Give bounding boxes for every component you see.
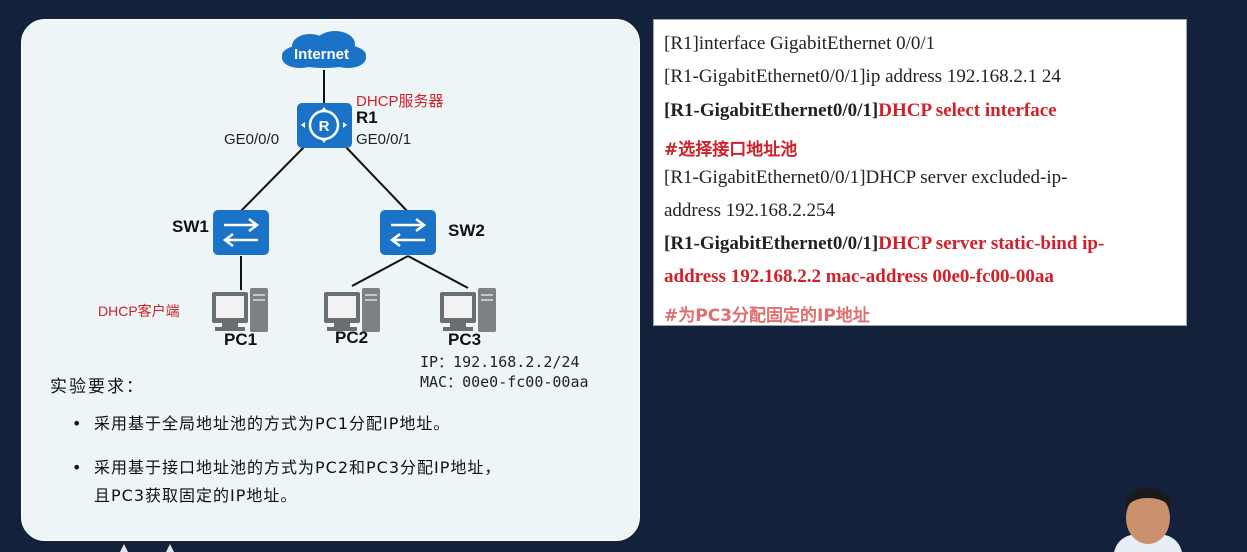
pc3-ip-label: IP：192.168.2.2/24 — [420, 353, 580, 371]
dhcp-server-label: DHCP服务器 — [356, 93, 444, 110]
switch-sw2-label: SW2 — [448, 221, 485, 240]
router-right-interface: GE0/0/1 — [356, 131, 412, 148]
topology-diagram: R — [212, 31, 496, 332]
pc2-icon — [324, 288, 380, 332]
config-line-7-command: DHCP server static-bind ip- — [878, 233, 1105, 254]
requirement-text-1: 采用基于全局地址池的方式为PC1分配IP地址。 — [94, 414, 451, 433]
config-comment-2: #为PC3分配固定的IP地址 — [664, 306, 870, 326]
bullet-dot-icon: • — [72, 414, 83, 433]
link-sw2-pc2 — [351, 255, 409, 287]
config-line-1: [R1]interface GigabitEthernet 0/0/1 — [664, 33, 936, 54]
config-panel: [R1]interface GigabitEthernet 0/0/1 [R1-… — [653, 19, 1187, 326]
switch-sw1-icon — [213, 210, 269, 255]
bullet-dot-icon: • — [72, 458, 83, 477]
internet-label: Internet — [294, 46, 350, 63]
requirements-title: 实验要求： — [50, 377, 145, 397]
pc1-label: PC1 — [224, 330, 258, 349]
router-left-interface: GE0/0/0 — [224, 131, 280, 148]
svg-text:R: R — [319, 118, 330, 135]
config-line-3-command: DHCP select interface — [878, 100, 1057, 121]
config-comment-1: #选择接口地址池 — [664, 140, 798, 160]
pc3-icon — [440, 288, 496, 332]
link-r1-sw2 — [343, 144, 409, 213]
router-name: R1 — [356, 108, 378, 127]
cursor-mark-icon — [120, 544, 174, 552]
switch-sw2-icon — [380, 210, 436, 255]
config-line-8: address 192.168.2.2 mac-address 00e0-fc0… — [664, 266, 1054, 288]
pc3-label: PC3 — [448, 330, 482, 349]
config-line-3: [R1-GigabitEthernet0/0/1]DHCP select int… — [664, 100, 1057, 122]
link-r1-sw1 — [239, 144, 307, 213]
internet-cloud-icon — [282, 31, 366, 68]
config-line-6: address 192.168.2.254 — [664, 200, 835, 221]
router-icon: R — [297, 103, 352, 148]
config-line-2: [R1-GigabitEthernet0/0/1]ip address 192.… — [664, 66, 1061, 87]
requirement-item-1: • 采用基于全局地址池的方式为PC1分配IP地址。 — [72, 410, 614, 438]
pc2-label: PC2 — [335, 328, 369, 347]
link-sw2-pc3 — [407, 255, 469, 289]
switch-sw1-label: SW1 — [172, 217, 209, 236]
config-line-7: [R1-GigabitEthernet0/0/1]DHCP server sta… — [664, 233, 1104, 255]
config-line-8-command: address 192.168.2.2 mac-address 00e0-fc0… — [664, 266, 1054, 287]
presenter-video-icon — [1114, 488, 1182, 552]
pc1-icon — [212, 288, 268, 332]
pc3-mac-label: MAC：00e0-fc00-00aa — [420, 373, 589, 391]
requirement-text-2: 采用基于接口地址池的方式为PC2和PC3分配IP地址， — [94, 458, 502, 477]
dhcp-client-label: DHCP客户端 — [98, 303, 180, 319]
requirement-text-3: 且PC3获取固定的IP地址。 — [94, 486, 298, 505]
config-line-7-prompt: [R1-GigabitEthernet0/0/1] — [664, 233, 879, 254]
topology-panel: R — [21, 19, 640, 541]
requirement-item-2: • 采用基于接口地址池的方式为PC2和PC3分配IP地址， 且PC3获取固定的I… — [72, 454, 614, 510]
config-line-5: [R1-GigabitEthernet0/0/1]DHCP server exc… — [664, 167, 1068, 188]
config-line-3-prompt: [R1-GigabitEthernet0/0/1] — [664, 100, 879, 121]
